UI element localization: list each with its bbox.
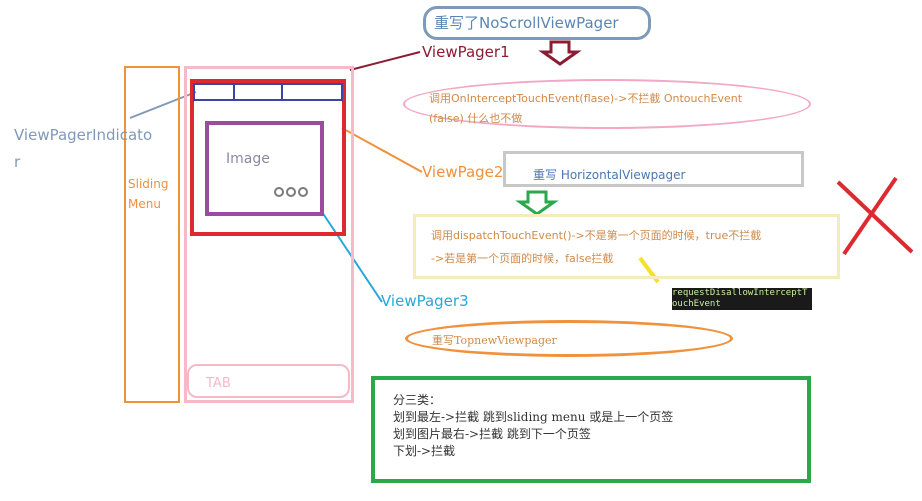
- down-arrow-2: [515, 190, 559, 216]
- viewpage2-connector: [341, 127, 423, 173]
- intercept-oval: [403, 79, 811, 129]
- viewpager1-connector: [349, 51, 421, 71]
- category-item: 划到图片最右->拦截 跳到下一个页签: [393, 427, 591, 441]
- categories-box: [371, 376, 811, 483]
- indicator-bar: [193, 83, 343, 101]
- page-dot-icon: [298, 187, 308, 197]
- label-viewpager-indicator: ViewPagerIndicator: [14, 126, 153, 171]
- sliding-menu-label: Sliding Menu: [128, 177, 169, 211]
- dispatch-box: [413, 214, 840, 279]
- dispatch-note-line1: 调用dispatchTouchEvent()->不是第一个页面的时候，true不…: [431, 229, 762, 242]
- red-cross-b: [842, 176, 898, 256]
- image-label: Image: [226, 151, 270, 167]
- dispatch-note-line2: ->若是第一个页面的时候，false拦截: [431, 252, 614, 265]
- horizontal-note: 重写 HorizontalViewpager: [533, 168, 686, 182]
- title-bubble: 重写了NoScrollViewPager: [423, 6, 651, 40]
- title-text: 重写了NoScrollViewPager: [434, 14, 619, 32]
- red-cross-a: [836, 180, 914, 254]
- topnew-note: 重写TopnewViewpager: [432, 334, 557, 347]
- horizontal-viewpager-box: [503, 151, 804, 187]
- label-viewpage2: ViewPage2: [422, 163, 504, 181]
- request-disallow-note: requestDisallowInterceptTouchEvent: [672, 288, 812, 310]
- indicator-divider: [281, 85, 283, 101]
- tab-label: TAB: [206, 376, 231, 391]
- topnew-oval: [405, 320, 733, 357]
- down-arrow-1: [538, 40, 582, 66]
- category-item: 划到最左->拦截 跳到sliding menu 或是上一个页签: [393, 410, 674, 424]
- page-dot-icon: [286, 187, 296, 197]
- intercept-note: 调用OnInterceptTouchEvent(flase)->不拦截 Onto…: [429, 92, 743, 125]
- label-viewpager1: ViewPager1: [422, 43, 510, 61]
- indicator-divider: [233, 85, 235, 101]
- category-item: 下划->拦截: [393, 444, 456, 458]
- sliding-menu-box: [124, 66, 180, 403]
- tab-bar: [187, 364, 350, 398]
- viewpager1-frame: [190, 79, 346, 236]
- phone-outline: [184, 66, 354, 403]
- label-viewpager3: ViewPager3: [381, 292, 469, 310]
- page-dot-icon: [274, 187, 284, 197]
- categories-heading: 分三类：: [393, 393, 442, 407]
- image-box: [205, 121, 324, 216]
